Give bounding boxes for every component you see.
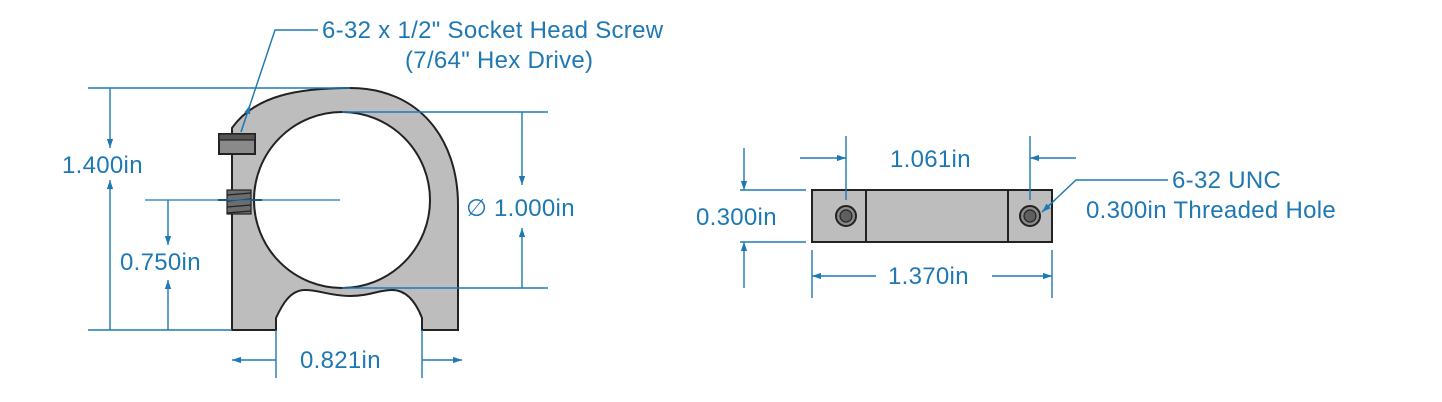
screw-callout-line2: (7/64" Hex Drive): [405, 47, 593, 74]
screw-callout-line1: 6-32 x 1/2" Socket Head Screw: [322, 17, 664, 44]
overall-height-label: 1.400in: [62, 152, 143, 179]
diameter-symbol: ∅: [466, 195, 487, 222]
threaded-hole-right: [1019, 205, 1041, 227]
bottom-dimensions: [740, 136, 1168, 298]
screw-head-top: [218, 133, 256, 141]
hole-callout-line1: 6-32 UNC: [1172, 167, 1281, 194]
hole-callout-line2: 0.300in Threaded Hole: [1086, 197, 1336, 224]
base-width-label: 0.821in: [300, 347, 381, 374]
center-height-label: 0.750in: [120, 249, 201, 276]
hole-spacing-label: 1.061in: [890, 146, 971, 173]
front-view: [145, 86, 459, 331]
thickness-label: 0.300in: [696, 204, 777, 231]
bore-diameter-label: 1.000in: [494, 195, 575, 222]
threaded-hole-left: [835, 205, 857, 227]
front-dimensions: [88, 29, 548, 378]
screw-threads: [226, 189, 252, 215]
overall-length-label: 1.370in: [888, 263, 969, 290]
bottom-view: [811, 189, 1053, 243]
